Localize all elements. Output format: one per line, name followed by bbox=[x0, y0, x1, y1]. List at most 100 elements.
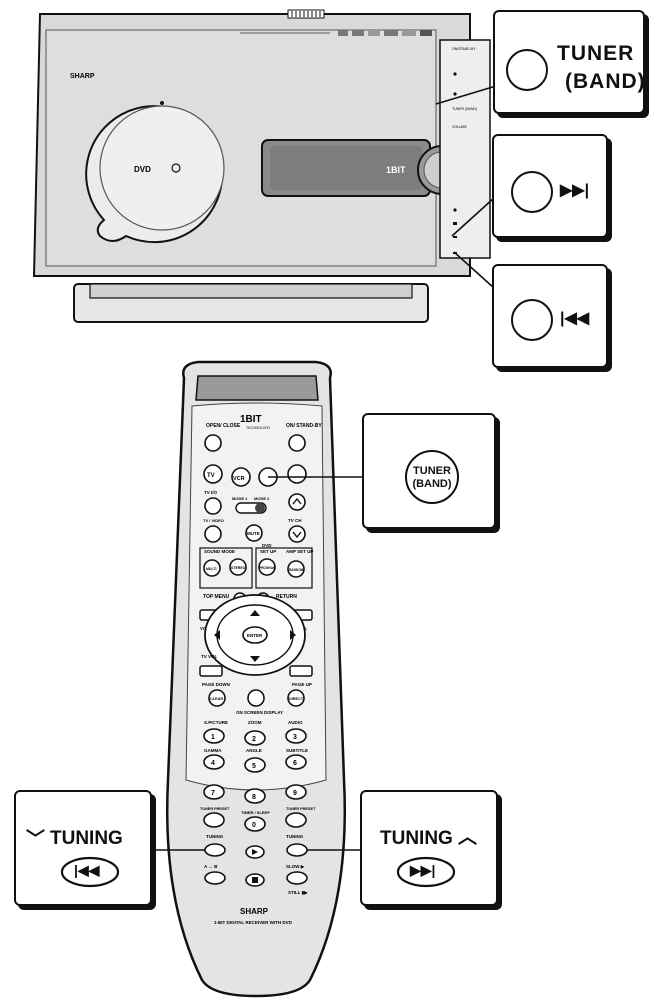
label-mute: MUTE bbox=[247, 531, 260, 536]
side-button-stop[interactable] bbox=[453, 222, 457, 225]
digit-4: 4 bbox=[211, 760, 215, 767]
label-tuner-preset-up: TUNER PRESET bbox=[286, 807, 316, 811]
skip-next-icon: ▶▶| bbox=[560, 182, 590, 199]
digit-8: 8 bbox=[252, 794, 256, 801]
disc-lid[interactable]: DVD bbox=[85, 101, 225, 244]
digit-6: 6 bbox=[293, 760, 297, 767]
program-button[interactable] bbox=[258, 558, 276, 576]
arrow-left-icon[interactable] bbox=[214, 630, 220, 640]
label-tv-io: TV I/O bbox=[204, 490, 218, 495]
digit-0-button[interactable] bbox=[244, 816, 266, 832]
tuner-preset-down-button[interactable] bbox=[203, 812, 225, 828]
label-tv-video: TV / VIDEO bbox=[203, 518, 224, 523]
leader-line-prev bbox=[453, 251, 495, 289]
label-gamma: GAMMA bbox=[204, 748, 222, 753]
tv-ch-up-button[interactable] bbox=[288, 493, 306, 511]
sacd-logo-icon bbox=[171, 163, 181, 173]
side-button-next[interactable] bbox=[453, 236, 457, 238]
label-s-picture: S.PICTURE bbox=[204, 720, 228, 725]
enter-button[interactable] bbox=[242, 626, 268, 644]
label-still: STILL ▮▶ bbox=[288, 890, 309, 895]
arrow-down-icon[interactable] bbox=[250, 656, 260, 662]
label-angle: ANGLE bbox=[246, 748, 262, 753]
digit-5: 5 bbox=[252, 763, 256, 770]
direct-button[interactable] bbox=[287, 689, 305, 707]
tv-button[interactable] bbox=[203, 464, 223, 484]
arrow-right-icon[interactable] bbox=[290, 630, 296, 640]
remote-tuner-band-button-icon bbox=[405, 450, 459, 504]
main-unit-illustration: SHARP DVD 1BIT ON/STAND-BY TUNER (BAND) … bbox=[32, 9, 497, 323]
open-close-button[interactable] bbox=[204, 434, 222, 452]
vcr-button[interactable] bbox=[231, 467, 251, 487]
label-sound-mode: SOUND MODE bbox=[204, 549, 235, 554]
dpad: ENTER bbox=[204, 594, 306, 676]
digit-5-button[interactable] bbox=[244, 757, 266, 773]
label-random: RANDOM bbox=[289, 568, 304, 572]
stereo-button[interactable] bbox=[229, 558, 247, 576]
display-window: 1BIT bbox=[261, 139, 431, 197]
side-button-play[interactable] bbox=[453, 208, 457, 212]
digit-9-button[interactable] bbox=[285, 784, 307, 800]
arrow-up-icon[interactable] bbox=[250, 610, 260, 616]
label-multi: MULTI bbox=[206, 567, 216, 571]
digit-1-button[interactable] bbox=[203, 728, 225, 744]
callout-tuner-band: TUNER (BAND) bbox=[493, 10, 645, 114]
random-button[interactable] bbox=[287, 560, 305, 578]
callout-tuning-down-label: TUNING bbox=[50, 828, 123, 849]
skip-prev-button-icon bbox=[511, 299, 553, 341]
label-tuning-up: TUNING bbox=[286, 834, 304, 839]
remote-tuning-down-button[interactable] bbox=[204, 843, 226, 857]
repeat-button[interactable] bbox=[204, 871, 226, 885]
label-mode1: MODE 1 bbox=[232, 496, 248, 501]
tuning-down-icon: |◀◀ bbox=[74, 862, 100, 878]
on-screen-display-button[interactable] bbox=[247, 689, 265, 707]
callout-tuner-line2: (BAND) bbox=[565, 70, 646, 93]
side-button-power[interactable] bbox=[453, 72, 457, 76]
callout-tuner-line1: TUNER bbox=[557, 42, 635, 65]
tv-ch-down-button[interactable] bbox=[288, 525, 306, 543]
label-tv-ch: TV CH bbox=[288, 518, 302, 523]
play-icon bbox=[252, 849, 258, 855]
tv-video-button[interactable] bbox=[204, 525, 222, 543]
vol-down-button[interactable] bbox=[289, 665, 313, 677]
remote-tuning-up-button[interactable] bbox=[286, 843, 308, 857]
tuner-preset-up-button[interactable] bbox=[285, 812, 307, 828]
digit-3-button[interactable] bbox=[285, 728, 307, 744]
label-audio: AUDIO bbox=[288, 720, 303, 725]
label-timer-sleep: TIMER / SLEEP bbox=[241, 810, 270, 815]
skip-prev-icon: |◀◀ bbox=[560, 310, 590, 327]
pause-button[interactable] bbox=[286, 871, 308, 885]
side-label-power: ON/STAND-BY bbox=[452, 47, 476, 51]
label-tuner-preset-down: TUNER PRESET bbox=[200, 807, 230, 811]
clear-button[interactable] bbox=[208, 689, 226, 707]
label-slow: SLOW ▶ bbox=[286, 864, 306, 869]
callout-tuning-up-label: TUNING bbox=[380, 828, 453, 849]
label-page-up: PAGE UP bbox=[292, 682, 312, 687]
label-top-menu: TOP MENU bbox=[203, 594, 230, 600]
digit-7-button[interactable] bbox=[203, 784, 225, 800]
callout-skip-prev: |◀◀ bbox=[492, 264, 608, 368]
setup-group bbox=[255, 547, 313, 589]
side-button-input[interactable] bbox=[453, 92, 457, 96]
mode-switch-knob bbox=[255, 503, 265, 513]
digit-3: 3 bbox=[293, 734, 297, 741]
mute-button[interactable] bbox=[245, 524, 263, 542]
callout-remote-tuner-text: TUNER (BAND) bbox=[406, 465, 458, 491]
label-zoom: ZOOM bbox=[248, 720, 262, 725]
skip-next-button-icon bbox=[511, 171, 553, 213]
on-standby-button[interactable] bbox=[288, 434, 306, 452]
multi-button[interactable] bbox=[203, 559, 221, 577]
tv-io-button[interactable] bbox=[204, 497, 222, 515]
digit-8-button[interactable] bbox=[244, 788, 266, 804]
side-label-tuner: TUNER (BAND) bbox=[452, 107, 477, 111]
label-set-up: SET UP bbox=[260, 549, 276, 554]
digit-6-button[interactable] bbox=[285, 754, 307, 770]
aux-button[interactable] bbox=[287, 464, 307, 484]
digit-0: 0 bbox=[252, 822, 256, 829]
label-clear: CLEAR bbox=[210, 697, 223, 701]
sound-mode-group bbox=[199, 547, 253, 589]
digit-1: 1 bbox=[211, 734, 215, 741]
digit-2-button[interactable] bbox=[244, 730, 266, 746]
digit-4-button[interactable] bbox=[203, 754, 225, 770]
vol-tv-down-button[interactable] bbox=[199, 665, 223, 677]
